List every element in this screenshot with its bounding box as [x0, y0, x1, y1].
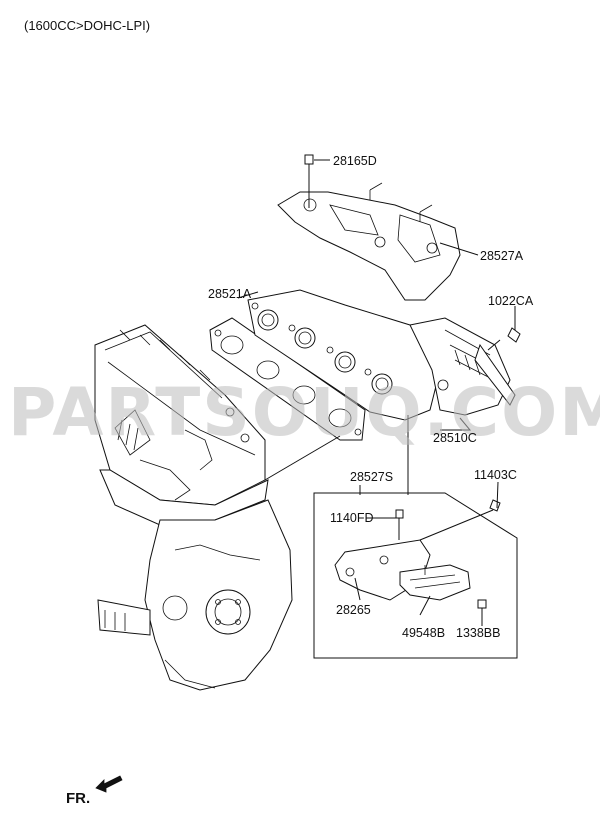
watermark: PARTSOUQ.COM: [8, 374, 600, 451]
label-11403C: 11403C: [474, 468, 517, 482]
label-1140FD: 1140FD: [330, 511, 374, 525]
label-28527S: 28527S: [350, 470, 393, 484]
engine-variant-label: (1600CC>DOHC-LPI): [24, 18, 150, 33]
label-1338BB: 1338BB: [456, 626, 500, 640]
label-28510C: 28510C: [433, 431, 477, 445]
bolt-icons: [304, 154, 521, 609]
front-arrow-icon: [95, 775, 123, 793]
front-direction-label: FR.: [66, 790, 90, 807]
engine-block: [94, 324, 293, 691]
label-28165D: 28165D: [333, 154, 377, 168]
label-28521A: 28521A: [208, 287, 252, 301]
label-49548B: 49548B: [402, 626, 445, 640]
label-28265: 28265: [336, 603, 371, 617]
leader-lines: [237, 159, 518, 659]
label-1022CA: 1022CA: [488, 294, 534, 308]
label-28527A: 28527A: [480, 249, 524, 263]
manifold-gasket: [209, 317, 366, 441]
lower-heat-protector: [334, 539, 471, 601]
heat-protector: [277, 182, 461, 301]
exhaust-manifold: [247, 289, 516, 421]
